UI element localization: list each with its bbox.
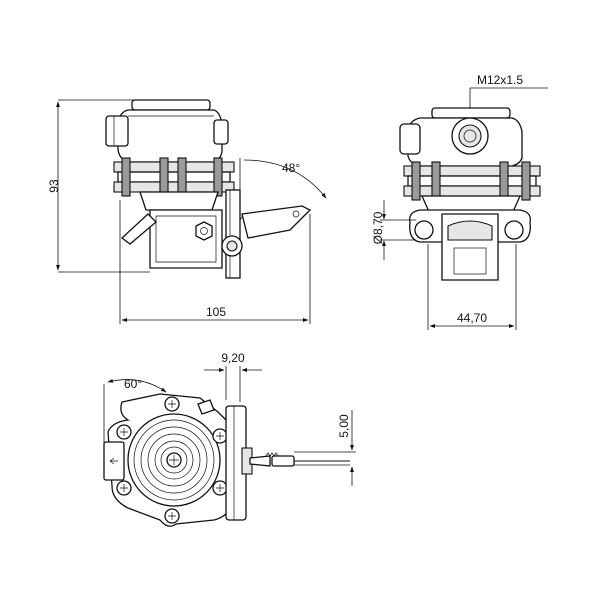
offset-920-label: 9,20 (221, 351, 245, 365)
corner-screws (116, 396, 228, 524)
front-view: M12x1.5 Ø8,70 (371, 73, 548, 330)
thread-label: M12x1.5 (477, 73, 523, 87)
offset-500-label: 5,00 (337, 414, 351, 438)
angle-60-label: 60° (124, 377, 142, 391)
angle-48-label: 48° (282, 161, 300, 175)
top-view: 60° 9,20 (103, 351, 356, 527)
height-dimension-label: 93 (47, 179, 61, 193)
diameter-label: Ø8,70 (371, 211, 385, 244)
width-105-label: 105 (206, 305, 226, 319)
width-4470-label: 44,70 (457, 311, 487, 325)
side-view: 93 (47, 99, 327, 324)
